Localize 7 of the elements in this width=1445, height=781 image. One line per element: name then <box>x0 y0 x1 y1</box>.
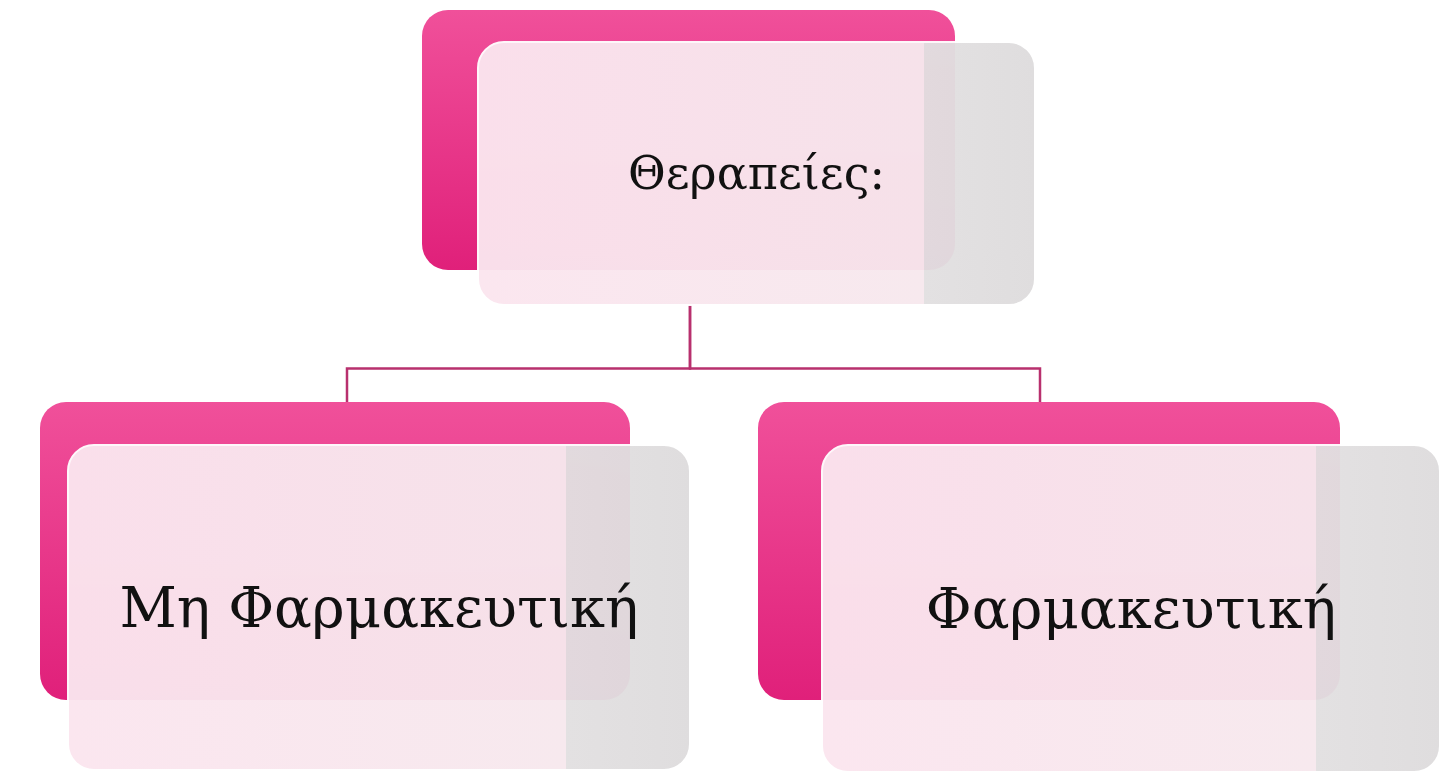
connector-line <box>688 305 1042 402</box>
card-stack <box>758 402 1440 772</box>
card-stack <box>40 402 690 770</box>
card-label: Φαρμακευτική <box>925 577 1337 640</box>
card-label: Θεραπείες: <box>628 148 885 199</box>
card-label: Μη Φαρμακευτική <box>119 576 639 639</box>
card-stack <box>422 10 1035 305</box>
